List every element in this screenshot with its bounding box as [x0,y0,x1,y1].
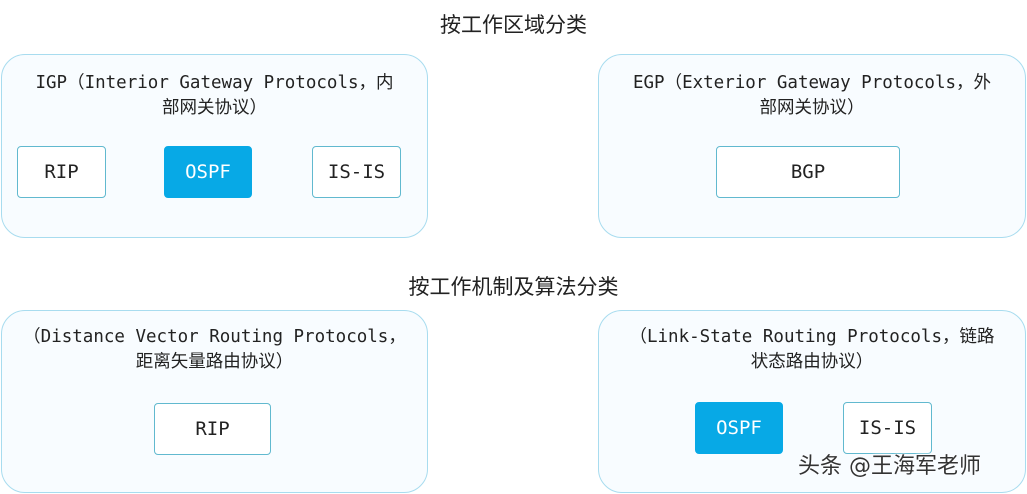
igp-node-isis[interactable]: IS-IS [312,146,401,198]
ls-node-isis[interactable]: IS-IS [843,402,932,454]
section-title-by-area: 按工作区域分类 [440,13,587,37]
igp-node-rip[interactable]: RIP [17,146,106,198]
igp-panel: IGP（Interior Gateway Protocols，内 部网关协议） … [1,54,428,238]
link-state-panel: （Link-State Routing Protocols，链路 状态路由协议）… [598,310,1026,493]
egp-panel: EGP（Exterior Gateway Protocols，外 部网关协议） … [598,54,1026,238]
dv-node-rip[interactable]: RIP [154,403,271,455]
egp-heading-line2: 部网关协议） [759,98,865,118]
dv-heading-line2: 距离矢量路由协议） [135,352,294,372]
distance-vector-panel: （Distance Vector Routing Protocols， 距离矢量… [1,310,428,493]
igp-node-ospf[interactable]: OSPF [164,146,252,198]
igp-heading-line1: IGP（Interior Gateway Protocols，内 [35,73,394,93]
egp-node-bgp[interactable]: BGP [716,146,900,198]
watermark-text: 头条 @王海军老师 [798,454,981,479]
ls-node-ospf[interactable]: OSPF [695,402,783,454]
egp-heading-line1: EGP（Exterior Gateway Protocols，外 [632,73,992,93]
ls-heading-line2: 状态路由协议） [750,352,874,372]
section-title-by-mechanism: 按工作机制及算法分类 [408,275,619,299]
igp-heading-line2: 部网关协议） [162,98,267,118]
ls-heading-line1: （Link-State Routing Protocols，链路 [629,327,995,347]
dv-heading-line1: （Distance Vector Routing Protocols， [23,327,406,347]
